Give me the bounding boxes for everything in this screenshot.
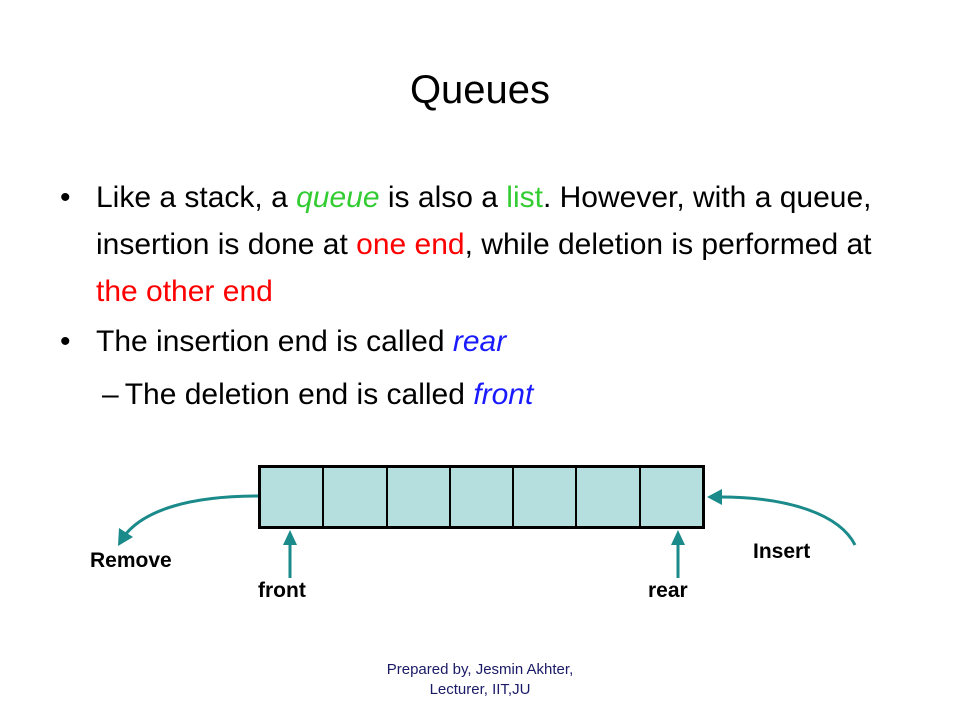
remove-label: Remove [90,549,172,572]
queue-cell [514,468,578,526]
footer-line: Lecturer, IIT,JU [429,681,531,698]
rear-label: rear [648,579,688,602]
front-label: front [258,579,306,602]
keyword-one-end: one end [356,228,465,261]
remove-arrow [118,494,259,546]
slide-footer: Prepared by, Jesmin Akhter, Lecturer, II… [330,660,630,700]
bullet-text: The deletion end is called [124,378,474,411]
rear-pointer-arrow [671,530,685,578]
bullet-marker: • [60,181,71,214]
queue-cell [577,468,641,526]
keyword-queue: queue [296,181,380,214]
bullet-queue-definition: • Like a stack, a queue is also a list. … [60,174,876,315]
queue-cell [261,468,325,526]
queue-cell [451,468,515,526]
bullet-insertion-end: • The insertion end is called rear [60,318,876,365]
queue-cell [388,468,451,526]
queue-cell [324,468,388,526]
insert-label: Insert [753,540,811,563]
bullet-text: , while deletion is performed at [464,228,872,261]
footer-line: Prepared by, Jesmin Akhter, [386,661,574,678]
bullet-marker: • [60,325,71,358]
insert-arrow [707,489,857,546]
sub-bullet-deletion-end: –The deletion end is called front [102,371,882,418]
keyword-other-end: the other end [96,275,273,308]
dash-marker: – [102,378,119,411]
keyword-list: list [506,181,543,214]
bullet-text: The insertion end is called [96,325,453,358]
keyword-front: front [473,378,534,411]
keyword-rear: rear [452,325,507,358]
bullet-text: . However, with a queue, insertion is do… [96,181,872,261]
queue-array [258,465,705,529]
front-pointer-arrow [283,530,297,578]
bullet-text: Like a stack, a [96,181,297,214]
bullet-text: is also a [379,181,507,214]
slide-title: Queues [409,68,551,112]
